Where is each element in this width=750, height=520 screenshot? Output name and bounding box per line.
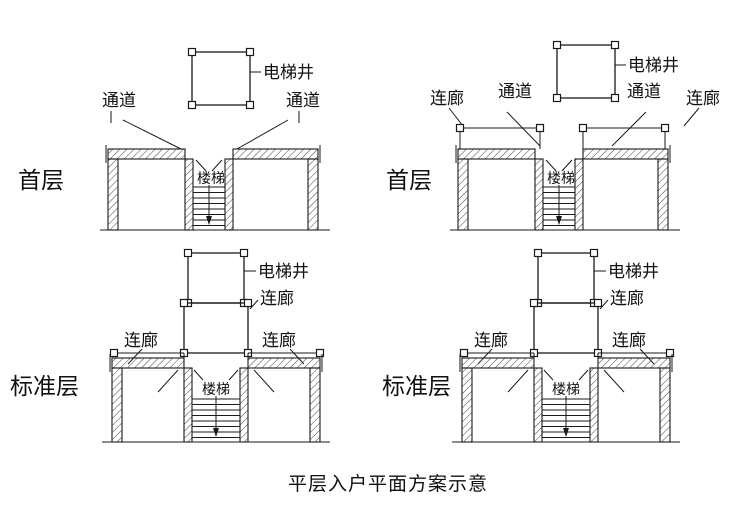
passage-lines [448,107,700,147]
label-elevator-shaft: 电梯井 [258,262,309,281]
label-passage-left: 通道 [102,91,136,110]
building-walls [452,354,680,443]
label-corridor-right: 连廊 [686,89,720,108]
diagram-title: 平层入户平面方案示意 [288,473,488,495]
label-floor: 首层 [18,167,64,193]
label-corridor-left: 连廊 [474,331,508,350]
label-elevator-shaft: 电梯井 [628,56,679,75]
label-elevator-shaft: 电梯井 [608,262,659,281]
label-floor: 首层 [386,167,432,193]
elevator-shaft [187,47,261,110]
panel-standard-floor-scheme2: 电梯井 连廊 连廊 连廊 [382,248,680,443]
elevator-shaft [552,40,626,103]
stairs [541,369,591,438]
elevator-shaft [183,248,256,308]
leader-line [599,299,609,310]
bridge-corridor [529,298,609,358]
bridge-corridor [179,298,259,358]
elevator-shaft [533,248,606,308]
panel-first-floor-scheme2: 电梯井 连廊 通道 通道 连廊 [386,40,720,231]
label-bridge: 连廊 [260,289,294,308]
label-stairs: 楼梯 [197,170,225,186]
leader-line [249,299,259,310]
label-passage-right: 通道 [286,91,320,110]
corridor-links [455,123,670,149]
label-stairs: 楼梯 [202,381,230,397]
label-elevator-shaft: 电梯井 [263,63,314,82]
building-walls [102,354,330,443]
label-corridor-right: 连廊 [262,331,296,350]
label-floor: 标准层 [10,373,79,399]
building-walls [450,145,680,231]
label-bridge: 连廊 [610,289,644,308]
passage-lines [110,111,300,150]
label-corridor-left: 连廊 [430,89,464,108]
panel-first-floor-scheme1: 电梯井 通道 通道 楼梯 首层 [18,47,330,231]
label-corridor-left: 连廊 [124,331,158,350]
label-passage-right: 通道 [627,82,661,101]
label-corridor-right: 连廊 [612,331,646,350]
label-floor: 标准层 [382,373,451,399]
panel-standard-floor-scheme1: 电梯井 连廊 连廊 连廊 [10,248,330,443]
building-walls [100,145,330,231]
label-stairs: 楼梯 [547,170,575,186]
label-passage-left: 通道 [498,82,532,101]
stairs [542,159,576,226]
label-stairs: 楼梯 [552,381,580,397]
stairs [191,369,241,438]
stairs [192,159,226,226]
